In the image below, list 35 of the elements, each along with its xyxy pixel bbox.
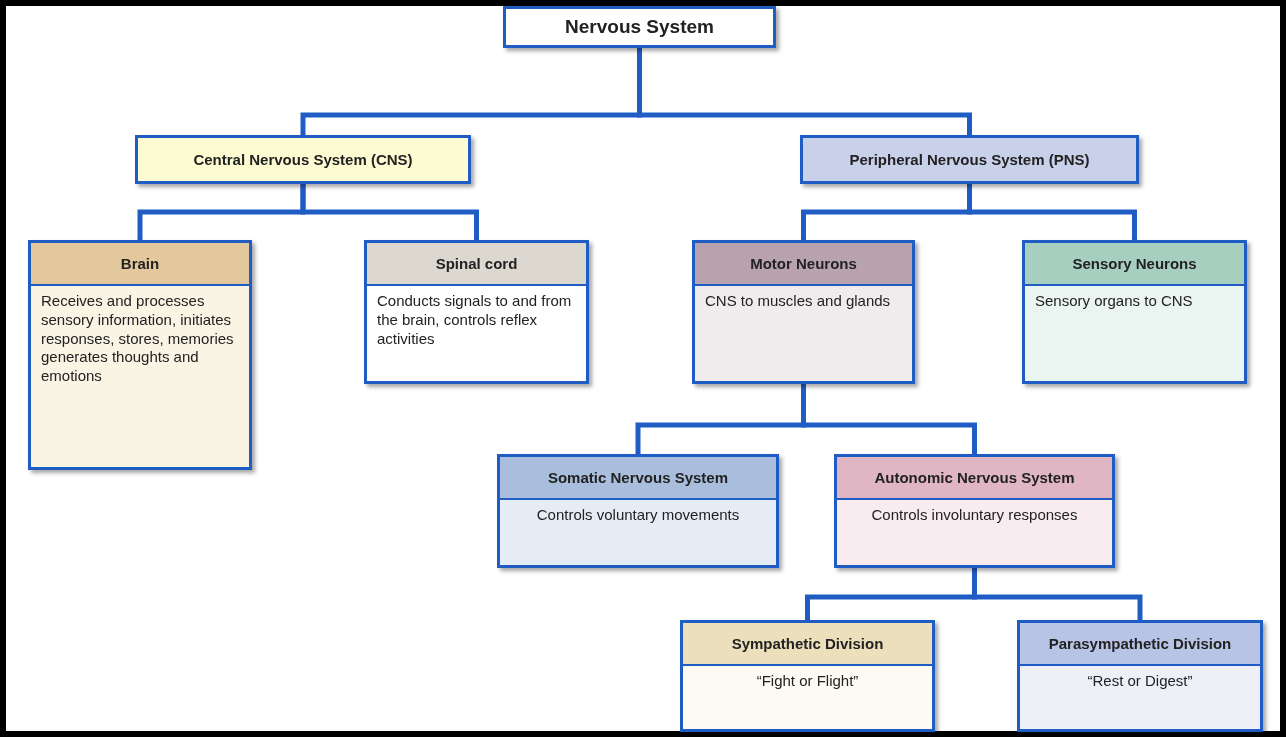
category-box — [834, 454, 1115, 568]
category-box — [800, 135, 1139, 184]
category-box — [1017, 620, 1263, 732]
box-heading: Somatic Nervous System — [500, 457, 776, 500]
box-heading: Brain — [31, 243, 249, 286]
category-box — [364, 240, 589, 384]
category-box — [680, 620, 935, 732]
connector-line — [300, 184, 479, 240]
description-text: Receives and processes sensory information, initiates responses, stores, memories generates thoughts and emotions — [40, 291, 235, 386]
box-heading: Spinal cord — [367, 243, 586, 286]
box-title: Central Nervous System (CNS) — [193, 151, 413, 168]
box-title: Peripheral Nervous System (PNS) — [849, 151, 1090, 168]
box-heading: Autonomic Nervous System — [837, 457, 1112, 500]
connector-line — [637, 48, 972, 135]
category-box — [135, 135, 471, 184]
box-heading: Motor Neurons — [695, 243, 912, 286]
description-text: “Rest or Digest” — [1086, 671, 1194, 691]
category-box — [1022, 240, 1247, 384]
description-text: Controls involuntary responses — [870, 505, 1079, 525]
category-box — [503, 6, 776, 48]
box-heading: Sympathetic Division — [683, 623, 932, 666]
description-text: “Fight or Flight” — [755, 671, 860, 691]
connector-line — [972, 568, 1143, 620]
category-box — [692, 240, 915, 384]
description-text: Conducts signals to and from the brain, controls reflex activities — [376, 291, 573, 349]
description-text: Controls voluntary movements — [535, 505, 741, 525]
box-title: Nervous System — [565, 16, 714, 38]
box-heading: Parasympathetic Division — [1020, 623, 1260, 666]
connector-line — [801, 384, 977, 454]
category-box — [497, 454, 779, 568]
description-text: CNS to muscles and glands — [704, 291, 892, 311]
box-heading: Sensory Neurons — [1025, 243, 1244, 286]
connector-line — [967, 184, 1137, 240]
category-box — [28, 240, 252, 470]
description-text: Sensory organs to CNS — [1034, 291, 1194, 311]
